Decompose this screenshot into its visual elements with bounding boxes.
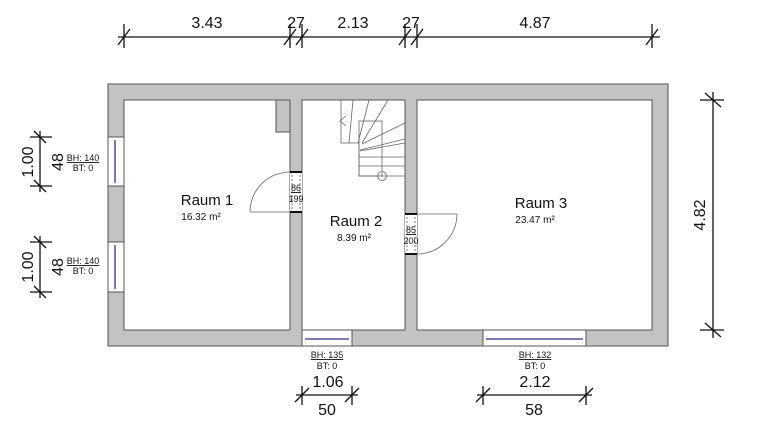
dim-top-1: 3.43 xyxy=(191,15,222,32)
right-dimension-line xyxy=(700,92,724,338)
left-window-2-height: 48 xyxy=(50,258,67,276)
room-2-name: Raum 2 xyxy=(330,213,383,230)
room-2-floor[interactable] xyxy=(301,99,406,331)
bottom-window-1-bh: BH: 135 xyxy=(311,350,344,360)
door-2-width: 85 xyxy=(406,225,416,235)
left-window-2-bt: BT: 0 xyxy=(73,266,94,276)
window-left-2[interactable] xyxy=(107,241,125,293)
staircase xyxy=(339,99,406,181)
left-window-2-bh: BH: 140 xyxy=(67,256,100,266)
room-3-area: 23.47 m² xyxy=(515,215,555,226)
bottom-window-2-width: 2.12 xyxy=(519,374,550,391)
room-3-floor[interactable] xyxy=(416,99,653,331)
window-bottom-2[interactable] xyxy=(482,329,587,347)
dim-top-2: 27 xyxy=(287,15,305,32)
door-room2-room3[interactable] xyxy=(405,213,458,255)
door-1-height: 199 xyxy=(288,194,303,204)
bottom-window-2-dimension xyxy=(475,386,594,405)
bottom-window-2-height: 58 xyxy=(525,402,543,419)
left-window-1-dimension xyxy=(30,130,52,193)
dim-top-3: 2.13 xyxy=(337,15,368,32)
room-2-area: 8.39 m² xyxy=(337,233,372,244)
left-window-2-dimension xyxy=(30,235,52,299)
dim-right: 4.82 xyxy=(692,199,709,230)
window-bottom-1[interactable] xyxy=(301,329,353,347)
room-1-area: 16.32 m² xyxy=(181,212,221,223)
left-window-1-bh: BH: 140 xyxy=(67,153,100,163)
left-window-1-bt: BT: 0 xyxy=(73,163,94,173)
left-window-1-height: 48 xyxy=(50,153,67,171)
wall-notch xyxy=(275,99,291,133)
top-dimension-line xyxy=(117,24,660,48)
door-room1-room2[interactable] xyxy=(249,171,302,213)
door-1-width: 86 xyxy=(291,183,301,193)
bottom-window-1-dimension xyxy=(294,386,360,405)
door-2-height: 200 xyxy=(403,236,418,246)
dim-top-5: 4.87 xyxy=(519,15,550,32)
bottom-window-1-height: 50 xyxy=(318,402,336,419)
bottom-window-1-bt: BT: 0 xyxy=(317,361,338,371)
left-window-2-width: 1.00 xyxy=(20,251,37,282)
room-1-name: Raum 1 xyxy=(181,192,234,209)
left-window-1-width: 1.00 xyxy=(20,146,37,177)
room-1-floor[interactable] xyxy=(123,99,291,331)
bottom-window-2-bt: BT: 0 xyxy=(525,361,546,371)
bottom-window-2-bh: BH: 132 xyxy=(519,350,552,360)
dim-top-4: 27 xyxy=(402,15,420,32)
room-3-name: Raum 3 xyxy=(515,195,568,212)
window-left-1[interactable] xyxy=(107,136,125,187)
bottom-window-1-width: 1.06 xyxy=(312,374,343,391)
